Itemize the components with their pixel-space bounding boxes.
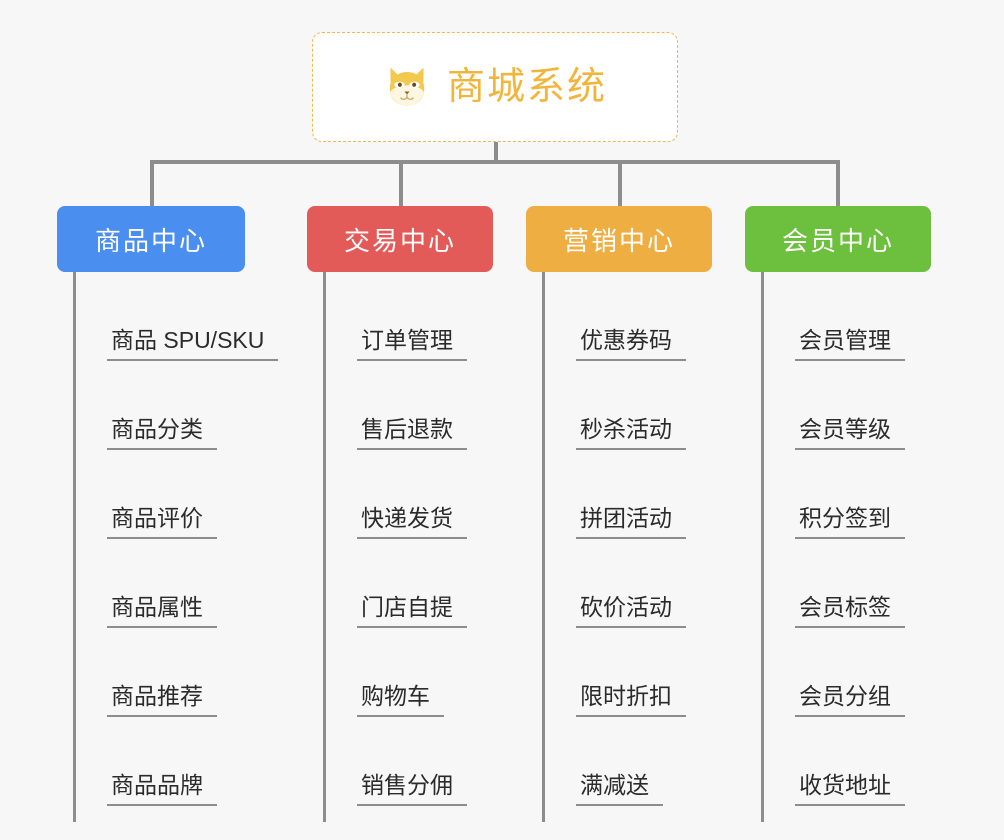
connector-drop-4: [836, 160, 840, 208]
list-item[interactable]: 满减送: [542, 717, 712, 806]
list-item[interactable]: 秒杀活动: [542, 361, 712, 450]
branch-header-1[interactable]: 商品中心: [57, 206, 245, 272]
leaf-label: 商品分类: [111, 415, 203, 442]
branch-body-2: 订单管理 售后退款 快递发货 门店自提 购物车 销售分佣: [323, 272, 493, 822]
list-item[interactable]: 商品属性: [73, 539, 245, 628]
leaf-label: 商品推荐: [111, 682, 203, 709]
leaf-label: 会员等级: [799, 415, 891, 442]
list-item[interactable]: 商品 SPU/SKU: [73, 272, 279, 361]
leaf-label: 门店自提: [361, 593, 453, 620]
leaf-label: 满减送: [580, 771, 649, 798]
branch-header-label: 会员中心: [781, 225, 894, 256]
leaf-label: 秒杀活动: [580, 415, 672, 442]
shiba-dog-icon: [389, 67, 425, 106]
branch-body-3: 优惠券码 秒杀活动 拼团活动 砍价活动 限时折扣 满减送: [542, 272, 712, 822]
branch-body-1: 商品 SPU/SKU 商品分类 商品评价 商品属性 商品推荐 商品品牌: [73, 272, 279, 822]
connector-drop-3: [618, 160, 622, 208]
list-item[interactable]: 门店自提: [323, 539, 493, 628]
connector-root-stem: [494, 142, 498, 164]
list-item[interactable]: 销售分佣: [323, 717, 493, 806]
list-item[interactable]: 快递发货: [323, 450, 493, 539]
list-item[interactable]: 积分签到: [761, 450, 931, 539]
list-item[interactable]: 收货地址: [761, 717, 931, 806]
list-item[interactable]: 优惠券码: [542, 272, 712, 361]
list-item[interactable]: 会员管理: [761, 272, 931, 361]
root-node[interactable]: 商城系统: [312, 32, 678, 142]
leaf-label: 收货地址: [799, 771, 891, 798]
leaf-label: 购物车: [361, 682, 430, 709]
list-item[interactable]: 砍价活动: [542, 539, 712, 628]
leaf-label: 会员管理: [799, 326, 891, 353]
branch-column-4: 会员中心 会员管理 会员等级 积分签到 会员标签 会员分组 收货地址: [745, 206, 931, 822]
branch-header-4[interactable]: 会员中心: [745, 206, 931, 272]
leaf-label: 商品品牌: [111, 771, 203, 798]
branch-trunk-3: [542, 272, 545, 822]
list-item[interactable]: 商品评价: [73, 450, 245, 539]
branch-header-3[interactable]: 营销中心: [526, 206, 712, 272]
leaf-label: 积分签到: [799, 504, 891, 531]
list-item[interactable]: 会员分组: [761, 628, 931, 717]
connector-drop-1: [150, 160, 154, 208]
list-item[interactable]: 拼团活动: [542, 450, 712, 539]
list-item[interactable]: 会员等级: [761, 361, 931, 450]
branch-trunk-2: [323, 272, 326, 822]
list-item[interactable]: 商品推荐: [73, 628, 245, 717]
branch-column-1: 商品中心 商品 SPU/SKU 商品分类 商品评价 商品属性 商品推荐 商品品牌: [57, 206, 279, 822]
list-item[interactable]: 商品品牌: [73, 717, 245, 806]
leaf-label: 商品评价: [111, 504, 203, 531]
branch-header-label: 营销中心: [562, 225, 675, 256]
leaf-label: 订单管理: [361, 326, 453, 353]
leaf-label: 售后退款: [361, 415, 453, 442]
leaf-label: 销售分佣: [361, 771, 453, 798]
branch-header-2[interactable]: 交易中心: [307, 206, 493, 272]
list-item[interactable]: 限时折扣: [542, 628, 712, 717]
leaf-label: 砍价活动: [580, 593, 672, 620]
list-item[interactable]: 订单管理: [323, 272, 493, 361]
root-title: 商城系统: [446, 66, 607, 108]
branch-header-label: 商品中心: [94, 225, 207, 256]
leaf-label: 限时折扣: [580, 682, 672, 709]
list-item[interactable]: 商品分类: [73, 361, 245, 450]
leaf-label: 快递发货: [361, 504, 453, 531]
leaf-label: 会员标签: [799, 593, 891, 620]
leaf-label: 优惠券码: [580, 326, 672, 353]
connector-horizontal-bus: [150, 160, 840, 164]
branch-body-4: 会员管理 会员等级 积分签到 会员标签 会员分组 收货地址: [761, 272, 931, 822]
connector-drop-2: [399, 160, 403, 208]
branch-column-2: 交易中心 订单管理 售后退款 快递发货 门店自提 购物车 销售分佣: [307, 206, 493, 822]
list-item[interactable]: 购物车: [323, 628, 493, 717]
branch-trunk-4: [761, 272, 764, 822]
branch-trunk-1: [73, 272, 76, 822]
leaf-label: 拼团活动: [580, 504, 672, 531]
branch-column-3: 营销中心 优惠券码 秒杀活动 拼团活动 砍价活动 限时折扣 满减送: [526, 206, 712, 822]
list-item[interactable]: 售后退款: [323, 361, 493, 450]
branch-header-label: 交易中心: [343, 225, 456, 256]
leaf-label: 商品 SPU/SKU: [111, 326, 265, 353]
leaf-label: 商品属性: [111, 593, 203, 620]
leaf-label: 会员分组: [799, 682, 891, 709]
list-item[interactable]: 会员标签: [761, 539, 931, 628]
